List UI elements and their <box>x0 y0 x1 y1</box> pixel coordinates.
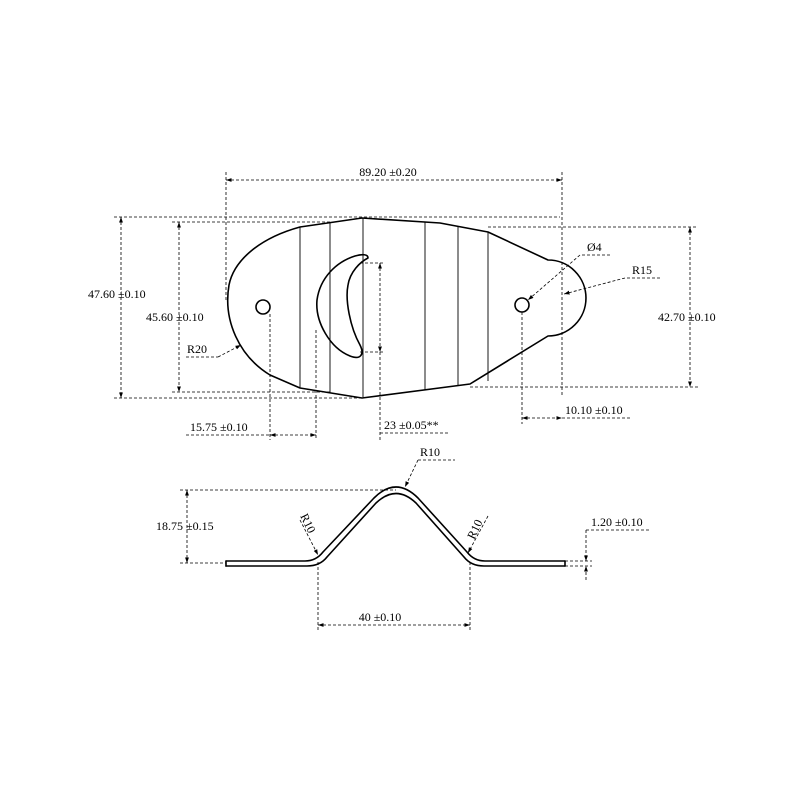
bent-profile-inner <box>225 492 566 567</box>
right-radius-label: R15 <box>632 263 652 277</box>
leader-line <box>217 344 242 358</box>
hole-diameter-label: Ø4 <box>587 240 602 254</box>
plate-outline <box>226 217 587 399</box>
side-view: R10 R10 R10 18.75 ±0.15 1.20 ±0.10 40 ±0… <box>156 445 650 630</box>
overall-length-label: 89.20 ±0.20 <box>359 165 417 179</box>
left-radius-label: R20 <box>187 342 207 356</box>
cutout <box>316 253 369 359</box>
right-height-label: 42.70 ±0.10 <box>658 310 716 324</box>
left-hole-offset-label: 15.75 ±0.10 <box>190 420 248 434</box>
right-hole-offset-label: 10.10 ±0.10 <box>565 403 623 417</box>
bend-height-label: 18.75 ±0.15 <box>156 519 214 533</box>
top-view: 89.20 ±0.20 47.60 ±0.10 45.60 ±0.10 42.7… <box>88 165 716 440</box>
right-bend-radius-label: R10 <box>464 517 485 541</box>
right-hole <box>514 297 530 313</box>
leader-line <box>563 277 626 295</box>
left-hole <box>255 299 271 315</box>
bent-profile-outer <box>225 486 566 562</box>
top-radius-label: R10 <box>420 445 440 459</box>
leader-line <box>527 254 581 301</box>
leader-line <box>299 519 319 556</box>
leader-line <box>467 515 489 554</box>
thickness-label: 1.20 ±0.10 <box>591 515 643 529</box>
cutout-offset-label: 23 ±0.05** <box>384 418 439 432</box>
leader-line <box>404 459 419 488</box>
inner-height-label: 45.60 ±0.10 <box>146 310 204 324</box>
left-bend-radius-label: R10 <box>297 511 318 535</box>
overall-height-label: 47.60 ±0.10 <box>88 287 146 301</box>
base-span-label: 40 ±0.10 <box>359 610 402 624</box>
